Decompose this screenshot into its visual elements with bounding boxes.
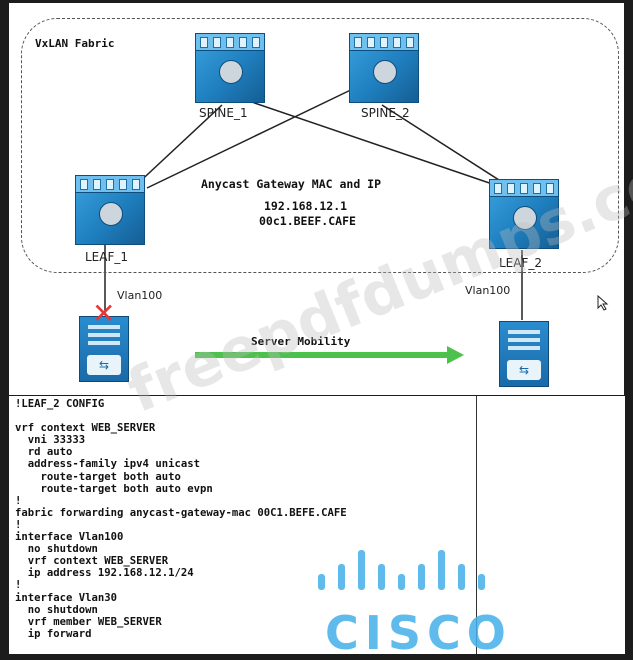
link-spine2-leaf2 [381, 104, 514, 190]
config-line: !LEAF_2 CONFIG [15, 398, 105, 410]
vlan-left-label: Vlan100 [117, 289, 163, 302]
leaf1-label: LEAF_1 [85, 250, 129, 264]
cisco-logo-text: CISCO [325, 606, 512, 660]
leaf2-label: LEAF_2 [499, 256, 543, 270]
server-mobility-label: Server Mobility [251, 335, 351, 348]
config-line: vrf context WEB_SERVER [15, 555, 169, 568]
leaf2-config-panel: !LEAF_2 CONFIG vrf context WEB_SERVER vn… [9, 396, 476, 654]
failure-x-icon: ✕ [92, 297, 116, 330]
config-text: !LEAF_2 CONFIG vrf context WEB_SERVER vn… [15, 398, 347, 640]
topology-diagram: VxLAN Fabric SPINE_1 SPINE_2 LEAF_1 LEAF… [9, 3, 624, 395]
config-line: vrf context WEB_SERVER [15, 422, 156, 435]
config-line: ! [15, 518, 22, 531]
config-line: vrf member WEB_SERVER [15, 615, 162, 628]
topology-links [104, 85, 523, 364]
config-line: no shutdown [15, 603, 98, 616]
config-line: fabric forwarding anycast-gateway-mac 00… [15, 506, 347, 519]
link-spine1-leaf2 [236, 96, 508, 190]
link-spine2-leaf1 [146, 85, 360, 189]
anycast-mac: 00c1.BEEF.CAFE [259, 214, 356, 228]
anycast-ip: 192.168.12.1 [264, 199, 348, 213]
spine2-label: SPINE_2 [361, 106, 410, 120]
link-spine1-leaf1 [132, 104, 223, 189]
config-line: rd auto [15, 446, 73, 459]
config-line: route-target both auto [15, 470, 181, 483]
cisco-logo-bars-icon [318, 550, 485, 590]
server1-arrows-icon: ⇆ [87, 355, 121, 375]
fabric-label: VxLAN Fabric [35, 37, 115, 50]
config-line: interface Vlan30 [15, 591, 118, 604]
server1-icon[interactable]: ⇆ [79, 316, 129, 382]
config-line: route-target both auto evpn [15, 482, 213, 495]
config-line: ip address 192.168.12.1/24 [15, 567, 194, 580]
vlan-right-label: Vlan100 [465, 284, 511, 297]
anycast-title: Anycast Gateway MAC and IP [201, 177, 382, 191]
config-line: address-family ipv4 unicast [15, 458, 200, 471]
spine1-switch-icon[interactable] [195, 33, 265, 103]
config-line: vni 33333 [15, 434, 86, 447]
vxlan-fabric-boundary [21, 18, 619, 273]
config-line: no shutdown [15, 543, 98, 556]
spine1-label: SPINE_1 [199, 106, 248, 120]
config-line: interface Vlan100 [15, 531, 124, 544]
logo-area [476, 396, 625, 654]
mouse-cursor-icon [597, 295, 609, 311]
config-line: ip forward [15, 627, 92, 640]
mobility-arrow-head [447, 346, 464, 364]
server2-arrows-icon: ⇆ [507, 360, 541, 380]
server2-icon[interactable]: ⇆ [499, 321, 549, 387]
leaf2-switch-icon[interactable] [489, 179, 559, 249]
config-line: ! [15, 579, 22, 592]
spine2-switch-icon[interactable] [349, 33, 419, 103]
config-line: ! [15, 494, 22, 507]
leaf1-switch-icon[interactable] [75, 175, 145, 245]
